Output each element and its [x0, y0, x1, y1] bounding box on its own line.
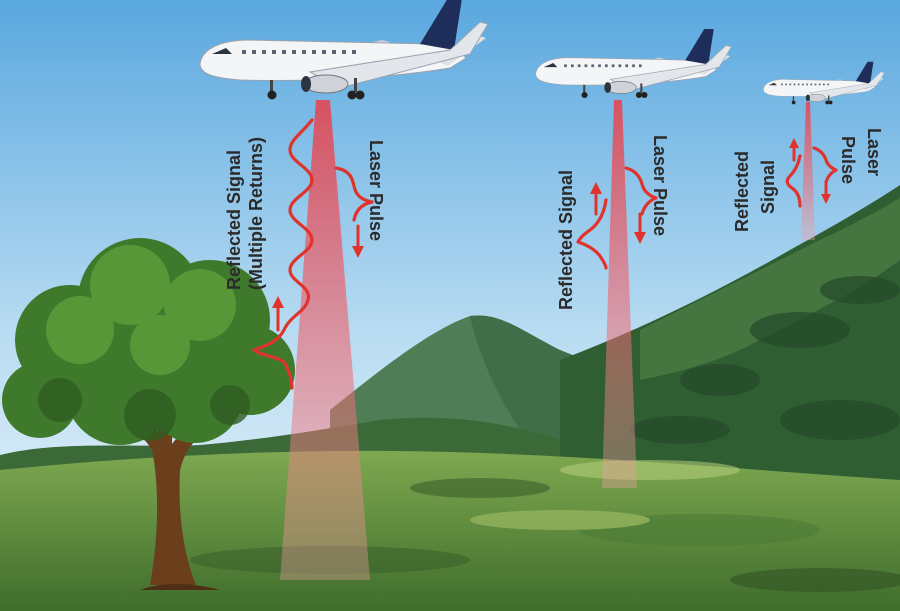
- forested-hill-highlight: [640, 198, 900, 380]
- plane1-reflected-label-line2: (Multiple Returns): [246, 137, 266, 290]
- laser-pulse-wave-3: [812, 146, 838, 184]
- reflected-signal-wave-3: [785, 154, 802, 208]
- meadow: [0, 450, 900, 611]
- plane3-laser-label-line1: Laser: [864, 128, 884, 176]
- plane2-laser-label: Laser Pulse: [650, 135, 670, 236]
- reflected-arrowhead-2: [590, 182, 602, 194]
- plane1-laser-label: Laser Pulse: [366, 140, 386, 241]
- reflected-arrowhead-1: [272, 296, 284, 308]
- reflected-signal-wave-2: [576, 198, 608, 270]
- laser-beam-1: [280, 100, 370, 580]
- laser-arrowhead-1: [352, 246, 364, 258]
- plane3-laser-label-line2: Pulse: [838, 136, 858, 184]
- reflected-arrowhead-3: [789, 138, 799, 148]
- plane3-reflected-label-line2: Signal: [758, 160, 778, 214]
- laser-beam-2: [602, 100, 637, 488]
- laser-arrowhead-3: [821, 194, 831, 204]
- plane2-reflected-label: Reflected Signal: [556, 170, 576, 310]
- laser-pulse-wave-2: [624, 166, 658, 216]
- plane3-reflected-label-line1: Reflected: [732, 151, 752, 232]
- laser-pulse-wave-1: [334, 166, 374, 222]
- laser-beam-3: [801, 102, 815, 240]
- laser-arrowhead-2: [634, 232, 646, 244]
- plane1-reflected-label-line1: Reflected Signal: [224, 150, 244, 290]
- reflected-signal-wave-1: [252, 118, 314, 390]
- hill-texture: [630, 276, 900, 444]
- tree-icon: [2, 238, 295, 590]
